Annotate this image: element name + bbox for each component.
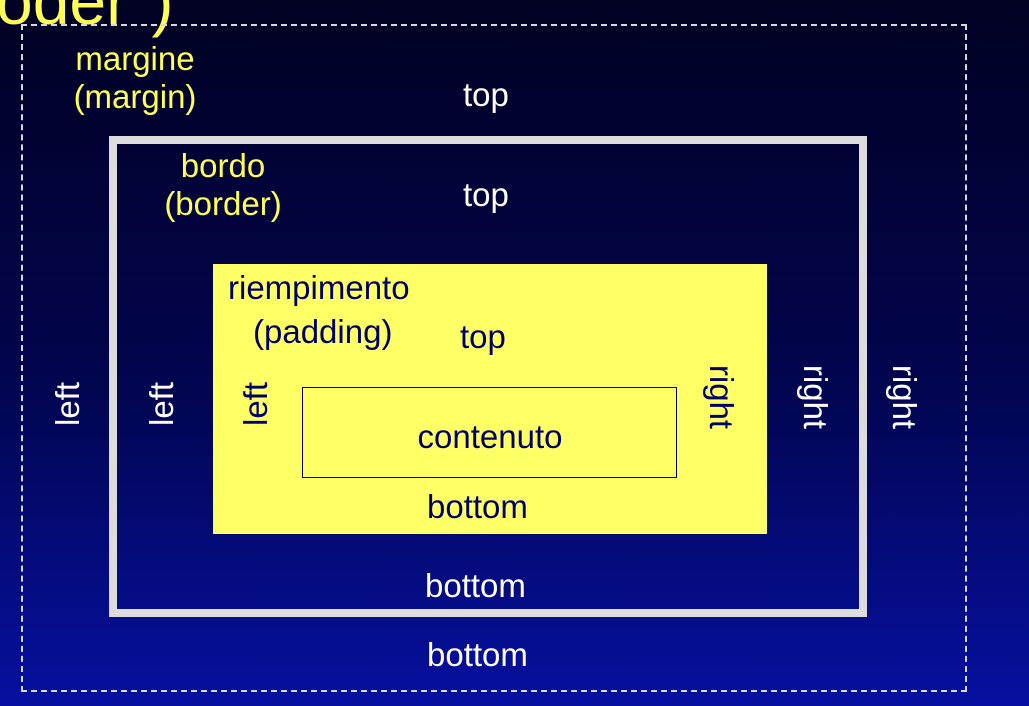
border-top-label: top: [463, 176, 509, 213]
border-bottom-label: bottom: [425, 567, 526, 604]
border-right-label: right: [797, 364, 834, 430]
padding-area: [213, 264, 767, 534]
margin-label-italian: margine: [75, 40, 195, 77]
padding-label-english: (padding): [253, 313, 393, 350]
slide-title-fragment: oder"): [0, 0, 174, 38]
border-label-italian: bordo: [180, 147, 266, 184]
border-left-label: left: [143, 381, 180, 427]
padding-bottom-label: bottom: [427, 488, 528, 525]
padding-right-label: right: [703, 364, 740, 430]
margin-label-english: (margin): [73, 78, 197, 115]
margin-bottom-label: bottom: [427, 636, 528, 673]
padding-left-label: left: [237, 381, 274, 427]
margin-left-label: left: [49, 381, 86, 427]
margin-top-label: top: [463, 76, 509, 113]
margin-area: [21, 24, 967, 692]
border-label: bordo (border): [150, 147, 296, 223]
margin-label: margine (margin): [62, 40, 208, 116]
margin-right-label: right: [886, 364, 923, 430]
content-area: [302, 387, 677, 478]
border-label-english: (border): [164, 185, 282, 222]
content-label: contenuto: [417, 418, 563, 455]
padding-label-italian: riempimento: [228, 269, 410, 306]
padding-top-label: top: [460, 318, 506, 355]
border-area: [109, 136, 867, 617]
